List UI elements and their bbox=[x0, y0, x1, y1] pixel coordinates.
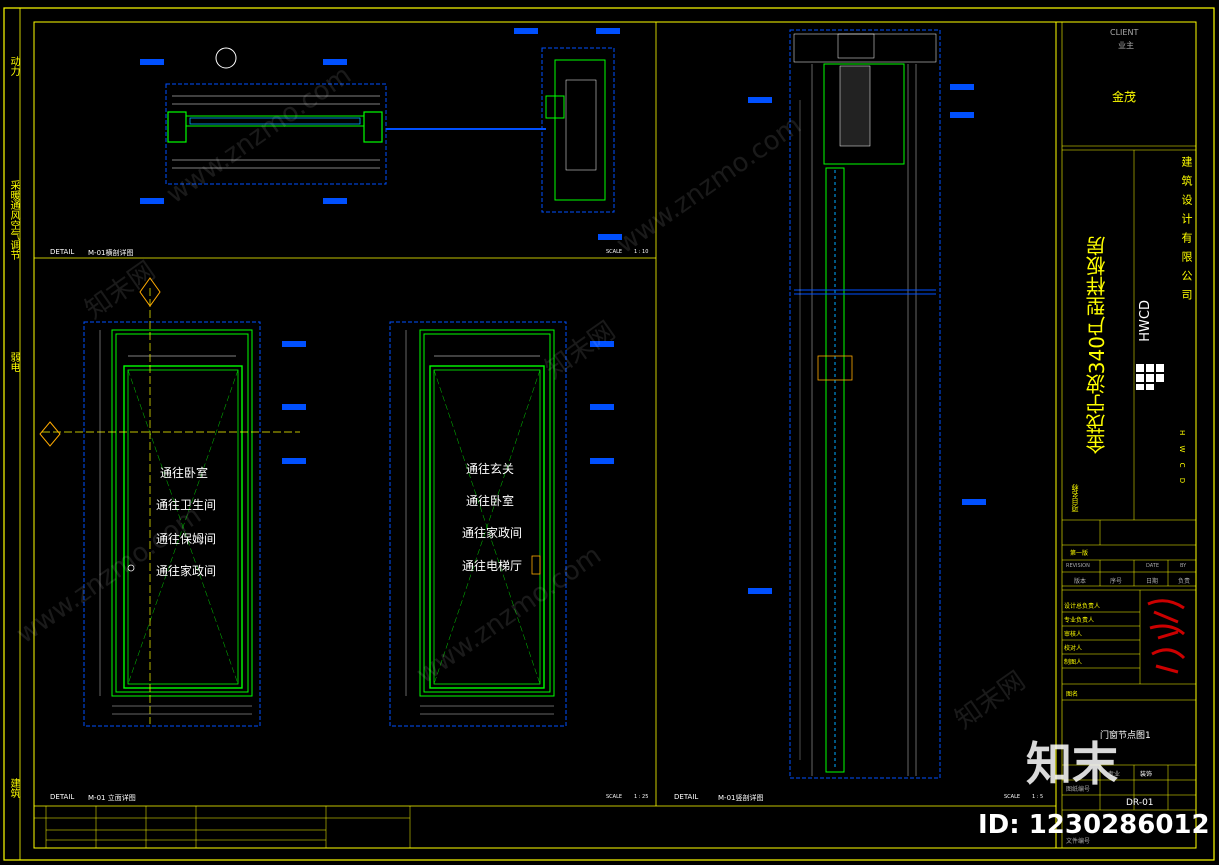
detail-tag-top-left: DETAIL bbox=[50, 248, 75, 256]
door-a-sign-4: 通往家政间 bbox=[156, 564, 217, 578]
company-name-vertical: 建筑设计有限公司 bbox=[1180, 156, 1193, 308]
signature-stamp bbox=[1140, 594, 1194, 682]
date-label: DATE bbox=[1146, 563, 1160, 569]
drawing-name: 门窗节点图1 bbox=[1100, 731, 1151, 741]
margin-label-hvac: 采暖通风空气调节 bbox=[8, 180, 19, 260]
client-name: 金茂 bbox=[1112, 90, 1137, 104]
inner-frame bbox=[33, 21, 1197, 849]
role-discipline-lead: 专业负责人 bbox=[1064, 617, 1095, 624]
client-label-en: CLIENT bbox=[1110, 28, 1139, 37]
door-b-sign-3: 通往家政间 bbox=[462, 526, 523, 540]
door-b-sign-2: 通往卧室 bbox=[466, 494, 515, 508]
margin-label-weak-current: 弱电 bbox=[8, 352, 19, 372]
revision-col-3: 日期 bbox=[1146, 578, 1159, 585]
watermark-id: ID: 1230286012 bbox=[978, 810, 1210, 840]
role-checker: 校对人 bbox=[1064, 645, 1083, 652]
company-logo-text: HWCD bbox=[1138, 300, 1153, 342]
margin-label-architecture: 建筑 bbox=[8, 778, 19, 798]
margin-label-power: 动力 bbox=[8, 56, 19, 76]
client-label-cn: 业主 bbox=[1118, 41, 1134, 50]
door-b-sign-1: 通往玄关 bbox=[466, 462, 515, 476]
project-name: 金茂宁波340户型样板房 bbox=[1085, 236, 1109, 455]
door-a-sign-2: 通往卫生间 bbox=[156, 498, 217, 512]
door-b-sign-4: 通往电梯厅 bbox=[462, 559, 523, 573]
detail-tag-bottom-right: DETAIL bbox=[674, 793, 699, 801]
drawing-number: DR-01 bbox=[1126, 798, 1154, 808]
detail-scale-label-bottom-right: SCALE bbox=[1004, 794, 1021, 800]
door-elevation-a bbox=[39, 277, 300, 727]
detail-title-top-left: M-01横剖详图 bbox=[88, 249, 134, 257]
detail-scale-top-left: 1 : 10 bbox=[634, 249, 649, 255]
revision-col-2: 序号 bbox=[1110, 578, 1123, 585]
revision-col-1: 版本 bbox=[1074, 578, 1087, 585]
vertical-section-detail bbox=[789, 29, 941, 779]
revision-col-4: 负责 bbox=[1178, 578, 1191, 585]
revision-first: 第一版 bbox=[1070, 550, 1089, 557]
revision-label: REVISION bbox=[1066, 563, 1090, 569]
role-design-lead: 设计总负责人 bbox=[1064, 603, 1101, 610]
drawing-name-label: 图名 bbox=[1066, 691, 1079, 698]
door-elevation-b bbox=[389, 321, 567, 727]
detail-scale-label-bottom-left: SCALE bbox=[606, 794, 623, 800]
door-a-sign-1: 通往卧室 bbox=[160, 466, 209, 480]
role-reviewer: 审核人 bbox=[1064, 631, 1083, 638]
role-drafter: 制图人 bbox=[1064, 659, 1083, 666]
by-label: BY bbox=[1180, 563, 1187, 569]
company-en: H W C D bbox=[1178, 430, 1186, 488]
detail-tag-bottom-left: DETAIL bbox=[50, 793, 75, 801]
door-a-sign-3: 通往保姆间 bbox=[156, 532, 217, 546]
detail-scale-label-top-left: SCALE bbox=[606, 249, 623, 255]
detail-scale-bottom-right: 1 : 5 bbox=[1032, 794, 1044, 800]
discipline-value: 装饰 bbox=[1140, 771, 1153, 778]
detail-scale-bottom-left: 1 : 25 bbox=[634, 794, 649, 800]
watermark-logo: 知末 bbox=[1026, 737, 1118, 791]
detail-title-bottom-left: M-01 立面详图 bbox=[88, 794, 136, 802]
company-logo-icon bbox=[1134, 362, 1168, 392]
outer-frame bbox=[3, 7, 1215, 861]
discipline-label: 专业 bbox=[1108, 771, 1121, 778]
drawing-number-label: 图纸编号 bbox=[1066, 786, 1091, 793]
plan-section-detail bbox=[165, 47, 615, 213]
project-label: 项目名称 bbox=[1071, 484, 1079, 512]
sheet-label: 文件编号 bbox=[1066, 838, 1091, 845]
detail-title-bottom-right: M-01竖剖详图 bbox=[718, 794, 764, 802]
